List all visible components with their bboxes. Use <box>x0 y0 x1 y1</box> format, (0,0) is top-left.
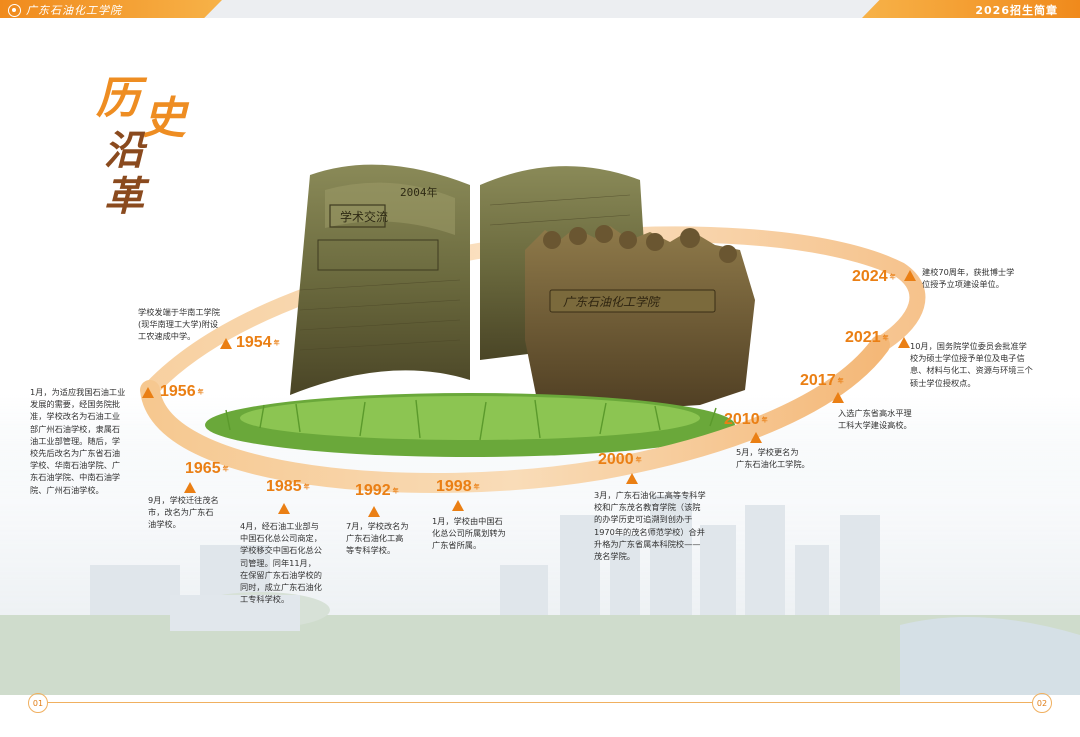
title-char-3: 沿 <box>104 127 144 174</box>
school-name: 广东石油化工学院 <box>26 4 122 17</box>
timeline-desc-2024: 建校70周年，获批博士学位授予立项建设单位。 <box>922 267 1015 290</box>
timeline-marker-icon <box>452 500 464 511</box>
monument-year: 2004年 <box>400 185 438 199</box>
timeline-desc-1965: 9月，学校迁往茂名市，改名为广东石油学校。 <box>148 495 219 530</box>
timeline-desc-1998: 1月，学校由中国石化总公司所属划转为广东省所属。 <box>432 516 506 551</box>
brochure-title: 2026招生简章 <box>975 4 1058 17</box>
monument-banner: 广东石油化工学院 <box>563 295 661 309</box>
timeline-marker-icon <box>626 473 638 484</box>
timeline-marker-icon <box>368 506 380 517</box>
timeline-desc-1985: 4月，经石油工业部与中国石化总公司商定，学校移交中国石化总公 司管理。同年11月… <box>240 521 322 605</box>
timeline-desc-1954: 学校发端于华南工学院(现华南理工大学)附设工农速成中学。 <box>138 307 220 342</box>
book-sculpture: 学术交流 2004年 <box>290 164 645 395</box>
title-char-4: 革 <box>104 173 144 220</box>
timeline-marker-icon <box>278 503 290 514</box>
timeline-desc-2010: 5月，学校更名为广东石油化工学院。 <box>736 447 810 470</box>
top-bar: 广东石油化工学院 2026招生简章 <box>0 0 1080 18</box>
timeline-marker-icon <box>750 432 762 443</box>
timeline-marker-icon <box>220 338 232 349</box>
timeline-marker-icon <box>142 387 154 398</box>
monument-inscription: 学术交流 <box>340 209 388 224</box>
timeline-desc-2021: 10月，国务院学位委员会批准学校为硕士学位授予单位及电子信 息、材料与化工、资源… <box>910 341 1033 388</box>
timeline-marker-icon <box>898 337 910 348</box>
timeline-desc-1956: 1月，为适应我国石油工业发展的需要，经国务院批准，学校改名为石油工业 部广州石油… <box>30 387 126 495</box>
page-number-left: 01 <box>28 693 48 713</box>
top-bar-band <box>200 0 900 18</box>
top-bar-left-tab <box>0 0 222 18</box>
footer-divider <box>48 702 1032 703</box>
school-logo: 广东石油化工学院 <box>8 2 122 18</box>
timeline-marker-icon <box>832 392 844 403</box>
school-emblem-icon <box>8 3 21 17</box>
timeline-marker-icon <box>904 270 916 281</box>
timeline-desc-2017: 入选广东省高水平理工科大学建设高校。 <box>838 408 912 431</box>
grass <box>205 393 735 457</box>
figures-sculpture: 广东石油化工学院 <box>525 225 755 415</box>
title-char-2: 史 <box>142 93 186 144</box>
timeline-desc-2000: 3月，广东石油化工高等专科学校和广东茂名教育学院（该院的办学历史可追溯到创办于 … <box>594 490 706 562</box>
timeline-marker-icon <box>184 482 196 493</box>
title-char-1: 历 <box>96 73 140 124</box>
top-bar-right-tab <box>862 0 1080 18</box>
page-number-right: 02 <box>1032 693 1052 713</box>
timeline-desc-1992: 7月，学校改名为广东石油化工高等专科学校。 <box>346 521 409 556</box>
